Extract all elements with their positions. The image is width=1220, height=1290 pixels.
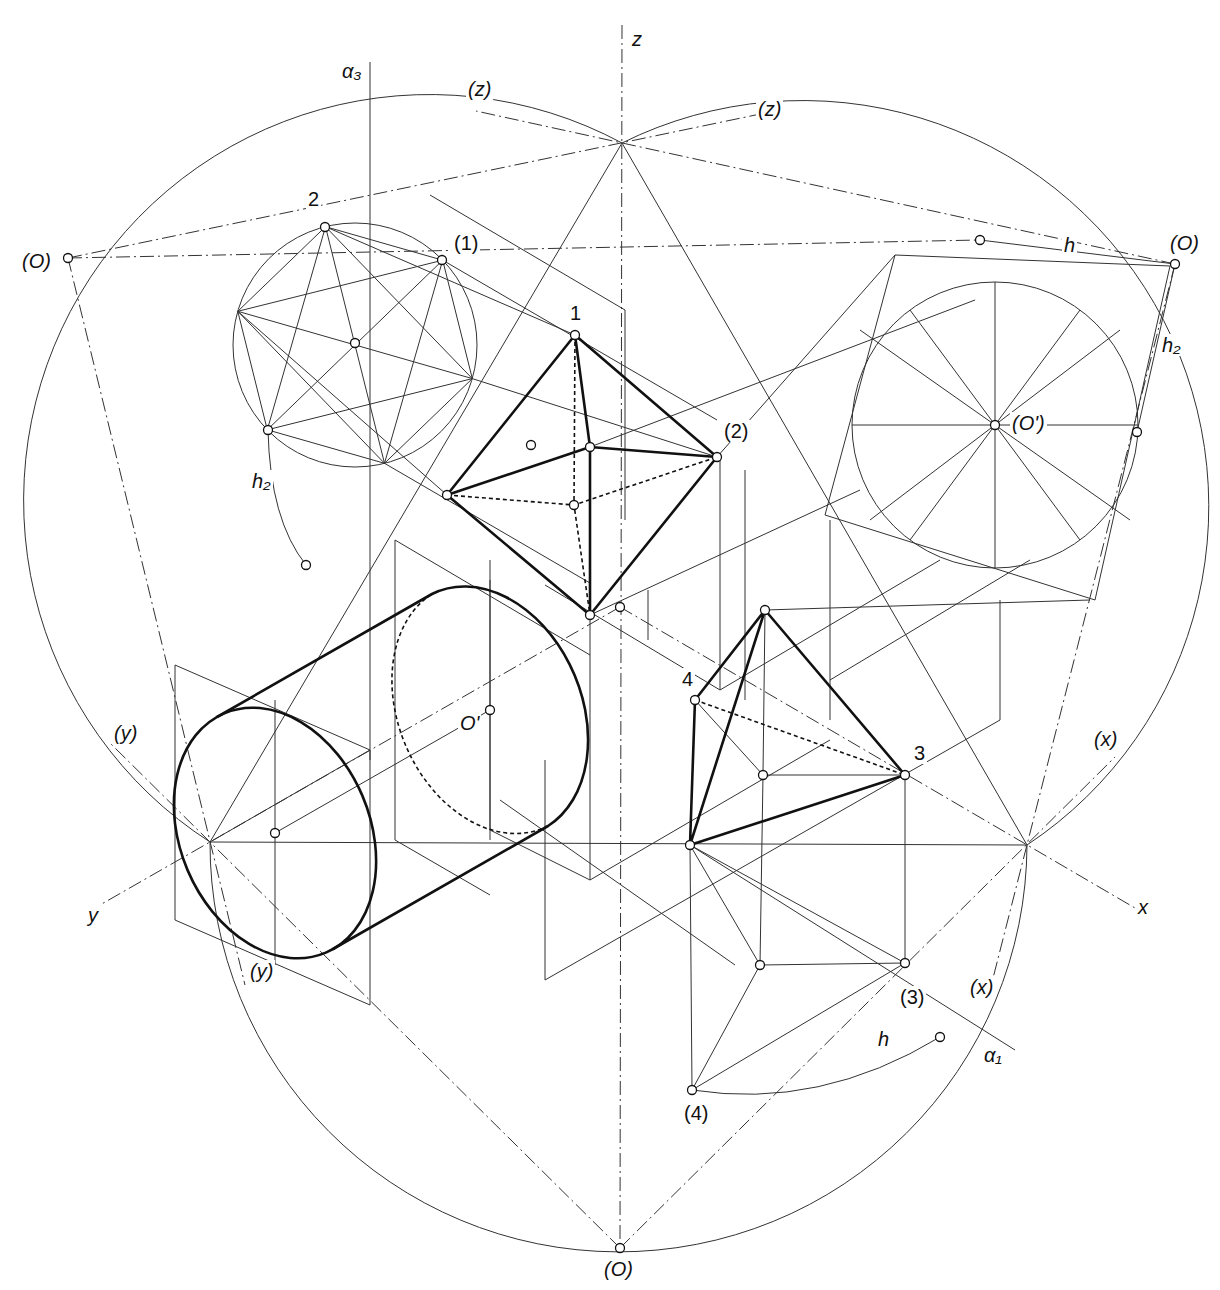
point-marker — [443, 491, 452, 500]
point-label: (O') — [1010, 412, 1047, 434]
visible-edges — [137, 335, 905, 990]
point-marker — [302, 561, 311, 570]
axes-and-rabatments — [68, 25, 1175, 1248]
point-marker — [901, 771, 910, 780]
circle-construction — [825, 255, 1170, 600]
point-marker — [438, 256, 447, 265]
point-label: O' — [458, 712, 481, 734]
point-marker — [616, 1244, 625, 1253]
point-label: (z) — [466, 78, 493, 100]
point-label: z — [630, 28, 644, 50]
point-label: (y) — [112, 722, 139, 744]
point-marker — [527, 441, 536, 450]
level-lines — [268, 240, 1175, 1094]
rabatted-axis — [68, 111, 1175, 1248]
point-label: 2 — [306, 188, 321, 210]
point-marker — [571, 331, 580, 340]
construction-lines — [24, 62, 1209, 1252]
point-marker — [264, 426, 273, 435]
point-label: h — [1062, 234, 1077, 256]
point-label: (1) — [452, 232, 480, 254]
coordinate-axis — [100, 25, 1135, 1248]
point-label: α₃ — [340, 60, 363, 82]
point-label: (2) — [722, 420, 750, 442]
point-marker — [688, 1086, 697, 1095]
point-marker — [691, 696, 700, 705]
point-marker — [761, 606, 770, 615]
point-label: (y) — [248, 960, 275, 982]
octahedron-edges — [447, 335, 717, 615]
point-marker — [936, 1033, 945, 1042]
rabatted-circle — [233, 223, 477, 467]
point-marker — [1171, 260, 1180, 269]
point-label: 4 — [680, 668, 695, 690]
point-marker — [991, 421, 1000, 430]
cylinder-outline — [217, 586, 588, 949]
point-label: (O) — [1168, 232, 1201, 254]
point-marker — [271, 829, 280, 838]
point-label: (x) — [1092, 728, 1119, 750]
projection-lines — [238, 195, 1090, 690]
point-marker — [759, 771, 768, 780]
point-marker — [756, 961, 765, 970]
point-label: (O) — [20, 250, 53, 272]
point-marker — [616, 603, 625, 612]
point-marker — [1133, 428, 1142, 437]
point-marker — [713, 453, 722, 462]
point-label: 1 — [568, 302, 583, 324]
point-label: 3 — [912, 742, 927, 764]
point-markers — [64, 223, 1180, 1253]
point-label: (O) — [602, 1258, 635, 1280]
point-label: (3) — [898, 986, 926, 1008]
point-label: h₂ — [250, 470, 273, 492]
plane-trace — [370, 62, 1015, 1050]
point-marker — [486, 706, 495, 715]
point-marker — [351, 339, 360, 348]
point-label: (x) — [968, 976, 995, 998]
point-marker — [901, 959, 910, 968]
cylinder-base — [137, 676, 413, 990]
point-label: (4) — [682, 1102, 710, 1124]
pyramid-hidden — [695, 700, 905, 775]
pyramid-construction — [690, 610, 905, 1090]
outer-arcs — [24, 95, 1209, 1252]
cylinder-hidden — [392, 594, 548, 834]
point-label: (z) — [756, 98, 783, 120]
point-marker — [586, 611, 595, 620]
point-marker — [976, 236, 985, 245]
point-label: x — [1136, 896, 1150, 918]
point-marker — [321, 223, 330, 232]
point-label: h₂ — [1160, 334, 1183, 356]
point-marker — [64, 254, 73, 263]
point-label: y — [86, 904, 100, 926]
prism-edges — [175, 460, 1000, 1005]
pyramid-edges — [690, 610, 905, 845]
point-marker — [686, 841, 695, 850]
octahedron-hidden — [447, 335, 717, 615]
hidden-edges — [392, 335, 905, 834]
hexagram-figure — [238, 227, 472, 464]
point-marker — [570, 501, 579, 510]
point-label: α₁ — [982, 1044, 1004, 1066]
point-label: h — [876, 1028, 891, 1050]
point-marker — [586, 443, 595, 452]
